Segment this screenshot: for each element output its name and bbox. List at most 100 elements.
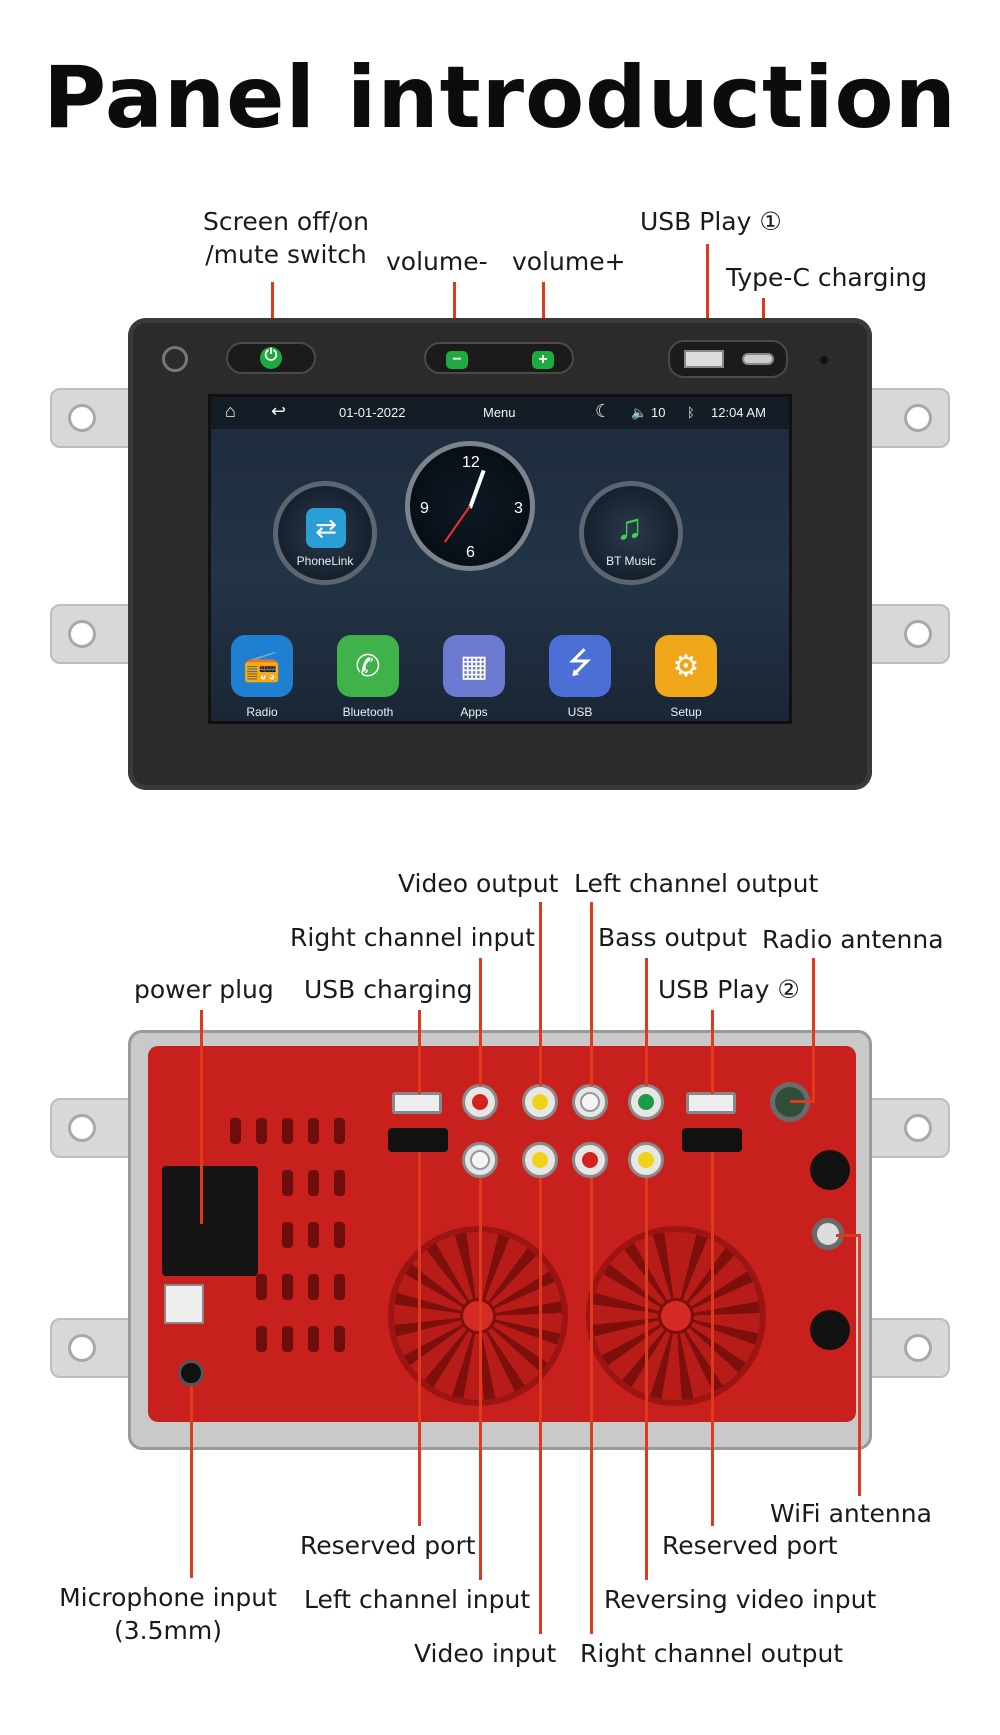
leader-line-reserved-port-right	[711, 1152, 714, 1526]
rca-video-input[interactable]	[522, 1142, 558, 1178]
dock-item-bluetooth[interactable]: ✆ Bluetooth	[325, 635, 411, 719]
gear-icon: ⚙	[655, 635, 717, 697]
rca-video-output[interactable]	[522, 1084, 558, 1120]
label-right-channel-output: Right channel output	[580, 1639, 844, 1668]
label-video-input: Video input	[414, 1639, 557, 1668]
power-plug-connector[interactable]	[162, 1166, 258, 1276]
label-reserved-port-right: Reserved port	[662, 1531, 838, 1560]
label-bass-output: Bass output	[598, 923, 747, 952]
apps-icon: ▦	[443, 635, 505, 697]
front-panel: ⏻ − + ⌂ ↩ 01-01-2022 Menu ☾ 🔈 10 ᛒ 12:04…	[128, 318, 872, 790]
reserved-port-left[interactable]	[388, 1128, 448, 1152]
volume-minus-button[interactable]: −	[446, 351, 468, 369]
label-video-output: Video output	[398, 869, 559, 898]
leader-line-radio-antenna-h	[790, 1100, 815, 1103]
usb-port-front[interactable]	[684, 350, 724, 368]
small-connector[interactable]	[164, 1284, 204, 1324]
reset-icon	[162, 346, 188, 372]
bt-music-label: BT Music	[606, 554, 656, 568]
leader-line-left-channel-input	[479, 1178, 482, 1580]
vent-slot	[282, 1274, 293, 1300]
menu-text[interactable]: Menu	[483, 405, 516, 420]
phonelink-widget[interactable]: ⇄ PhoneLink	[273, 481, 377, 585]
dock-item-radio[interactable]: 📻 Radio	[219, 635, 305, 719]
port-housing	[668, 340, 788, 378]
vent-slot	[308, 1326, 319, 1352]
analog-clock: 12 3 6 9	[405, 441, 535, 571]
label-screen-off-mute: Screen off/on /mute switch	[203, 207, 369, 269]
leader-line-bass-output	[645, 958, 648, 1086]
label-left-channel-output: Left channel output	[574, 869, 819, 898]
rca-right-channel-output[interactable]	[572, 1142, 608, 1178]
vent-slot	[282, 1222, 293, 1248]
volume-plus-button[interactable]: +	[532, 351, 554, 369]
dock-item-setup[interactable]: ⚙ Setup	[643, 635, 729, 719]
leader-line-radio-antenna	[812, 958, 815, 1102]
volume-button-housing: − +	[424, 342, 574, 374]
bluetooth-icon: ᛒ	[687, 405, 695, 420]
rca-right-channel-input[interactable]	[462, 1084, 498, 1120]
vent-slot	[308, 1274, 319, 1300]
gps-port[interactable]	[810, 1150, 850, 1190]
microphone-jack[interactable]	[178, 1360, 204, 1386]
clock-number-3: 3	[514, 500, 523, 517]
leader-line-reversing-video-input	[645, 1178, 648, 1580]
rca-bass-output[interactable]	[628, 1084, 664, 1120]
phonelink-icon: ⇄	[306, 508, 346, 548]
dock-item-apps[interactable]: ▦ Apps	[431, 635, 517, 719]
leader-line-reserved-port-left	[418, 1152, 421, 1526]
vent-slot	[334, 1274, 345, 1300]
vent-slot	[230, 1118, 241, 1144]
clock-number-9: 9	[420, 500, 429, 517]
volume-level: 10	[651, 405, 666, 420]
label-radio-antenna: Radio antenna	[762, 925, 944, 954]
power-button[interactable]: ⏻	[260, 347, 282, 369]
display-screen[interactable]: ⌂ ↩ 01-01-2022 Menu ☾ 🔈 10 ᛒ 12:04 AM ⇄ …	[208, 394, 792, 724]
leader-line-right-channel-input	[479, 958, 482, 1086]
leader-line-wifi-antenna	[858, 1234, 861, 1496]
rca-left-channel-input[interactable]	[462, 1142, 498, 1178]
home-icon[interactable]: ⌂	[225, 401, 236, 421]
label-reversing-video-input: Reversing video input	[604, 1585, 877, 1614]
dock-label: Radio	[246, 705, 278, 719]
cooling-fan	[586, 1226, 766, 1406]
clock-hand-hour	[468, 469, 486, 509]
label-volume-plus: volume+	[512, 247, 626, 276]
usb-play-2-port[interactable]	[686, 1092, 736, 1114]
label-power-plug: power plug	[134, 975, 274, 1004]
phonelink-label: PhoneLink	[296, 554, 354, 568]
status-bar: ⌂ ↩ 01-01-2022 Menu ☾ 🔈 10 ᛒ 12:04 AM	[211, 397, 789, 429]
leader-line-left-channel-output	[590, 902, 593, 1086]
vent-slot	[256, 1118, 267, 1144]
dock-item-usb[interactable]: ⭍ USB	[537, 635, 623, 719]
date-text: 01-01-2022	[339, 405, 406, 420]
vent-slot	[308, 1222, 319, 1248]
vent-slot	[334, 1326, 345, 1352]
label-left-channel-input: Left channel input	[304, 1585, 531, 1614]
usb-charging-port[interactable]	[392, 1092, 442, 1114]
label-volume-minus: volume-	[386, 247, 488, 276]
leader-line-usb-play-2	[711, 1010, 714, 1094]
label-wifi-antenna: WiFi antenna	[770, 1499, 932, 1528]
page-title: Panel introduction	[43, 48, 957, 148]
reserved-port-right[interactable]	[682, 1128, 742, 1152]
dab-port[interactable]	[810, 1310, 850, 1350]
type-c-port[interactable]	[742, 353, 774, 365]
usb-icon: ⭍	[549, 635, 611, 697]
bt-music-widget[interactable]: ♫ BT Music	[579, 481, 683, 585]
label-usb-charging: USB charging	[304, 975, 473, 1004]
dock-label: Bluetooth	[342, 705, 394, 719]
vent-slot	[256, 1274, 267, 1300]
rca-left-channel-output[interactable]	[572, 1084, 608, 1120]
moon-icon: ☾	[595, 401, 612, 421]
label-microphone-input: Microphone input (3.5mm)	[59, 1583, 277, 1645]
rca-reversing-video-input[interactable]	[628, 1142, 664, 1178]
back-icon[interactable]: ↩	[271, 401, 287, 421]
clock-text: 12:04 AM	[711, 405, 766, 420]
leader-line-usb-charging	[418, 1010, 421, 1094]
power-button-housing: ⏻	[226, 342, 316, 374]
music-note-icon: ♫	[616, 506, 643, 547]
vent-slot	[308, 1170, 319, 1196]
label-right-channel-input: Right channel input	[290, 923, 535, 952]
label-usb-play-1: USB Play ①	[640, 207, 782, 236]
